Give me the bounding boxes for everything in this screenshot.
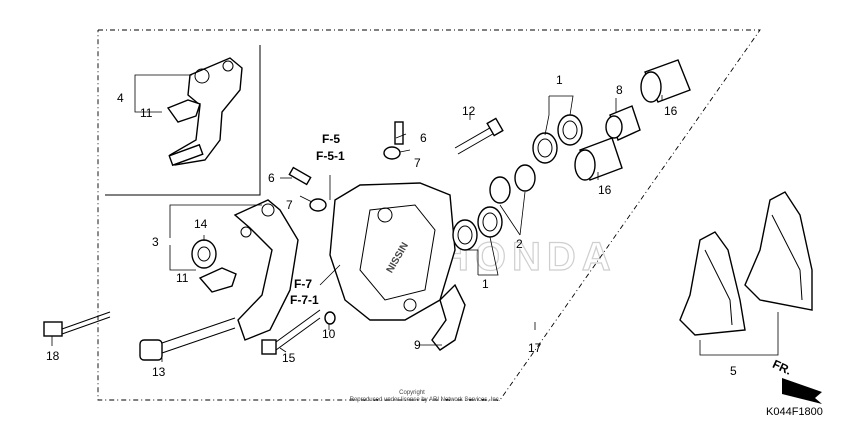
brake-pad-right (744, 191, 813, 311)
callout-16-mid: 16 (598, 183, 612, 197)
callout-8: 8 (616, 83, 623, 97)
bracket-main (233, 199, 299, 341)
pin-13 (139, 317, 236, 361)
callout-4: 4 (117, 91, 124, 105)
callout-5: 5 (730, 364, 737, 378)
ref-f7: F-7 (294, 277, 312, 291)
callout-7-top: 7 (414, 156, 421, 170)
callout-17: 17 (528, 341, 542, 355)
boot (191, 239, 217, 269)
callout-7-mid: 7 (286, 198, 293, 212)
piston-16-top (640, 59, 691, 103)
ref-f5: F-5 (322, 132, 340, 146)
callout-11-top: 11 (140, 106, 153, 120)
callout-6-top: 6 (420, 131, 427, 145)
pad-spring-mid (198, 267, 237, 293)
callout-12: 12 (462, 104, 476, 118)
washer (324, 311, 336, 325)
seal-pair (489, 164, 536, 204)
callout-16-top: 16 (664, 104, 678, 118)
pad-pin-12 (454, 117, 504, 155)
piston-16-mid (574, 137, 623, 181)
callout-10: 10 (322, 327, 336, 341)
callout-9: 9 (414, 338, 421, 352)
caliper-body: NISSIN (329, 182, 456, 321)
callout-11-mid: 11 (176, 271, 189, 285)
copyright-text: Reproduced under license by ARI Network … (350, 397, 501, 403)
front-label: FR. (770, 357, 793, 378)
front-direction-arrow: FR. (770, 357, 822, 404)
callout-13: 13 (152, 365, 166, 379)
piston-seals-lower (452, 206, 503, 251)
callout-1-bottom: 1 (482, 277, 489, 291)
callout-1-top: 1 (556, 73, 563, 87)
bolt-18 (43, 311, 111, 337)
bleeder-top (383, 121, 404, 160)
pad-spring-9 (431, 283, 466, 351)
ref-f7-1: F-7-1 (290, 293, 319, 307)
leader-lines (51, 74, 779, 362)
brake-pad-left (679, 231, 746, 336)
callout-3: 3 (152, 235, 159, 249)
callout-6-mid: 6 (268, 171, 275, 185)
ref-f5-1: F-5-1 (316, 149, 345, 163)
callout-14: 14 (194, 217, 208, 231)
piston-8 (605, 105, 641, 141)
callout-18: 18 (46, 349, 60, 363)
piston-seals-upper (532, 114, 583, 164)
copyright-title: Copyright (399, 390, 425, 396)
pad-spring-inset (166, 99, 201, 123)
diagram-code: K044F1800 (766, 406, 823, 418)
callout-15: 15 (282, 351, 296, 365)
callout-2: 2 (516, 237, 523, 251)
bleeder-mid (288, 166, 327, 212)
inset-frame (105, 45, 261, 196)
pin-15 (261, 309, 321, 355)
